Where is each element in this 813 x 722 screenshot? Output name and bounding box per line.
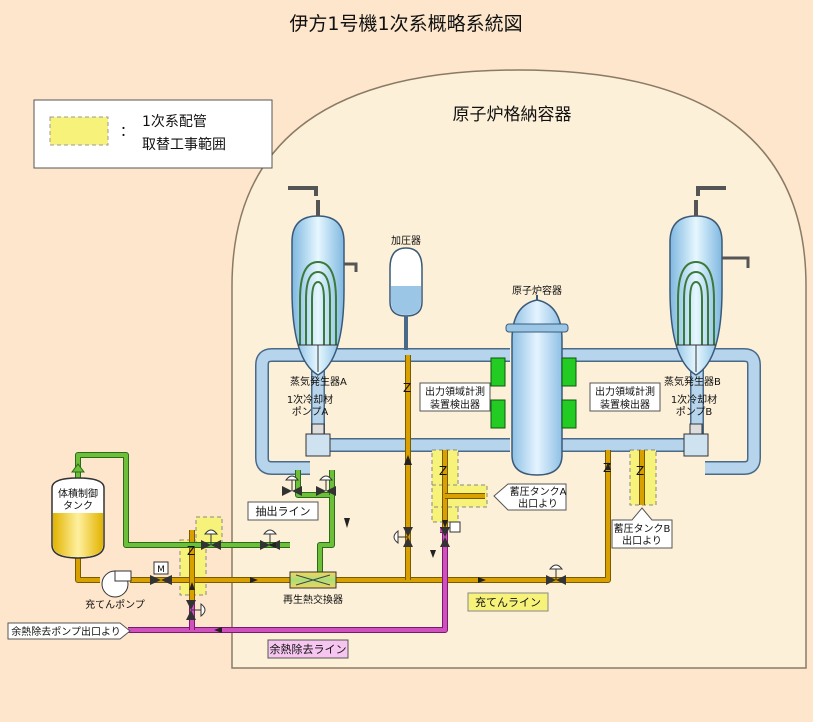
regenerative-heat-exchanger (289, 571, 337, 589)
accumulator-a-line2: 出口より (518, 497, 558, 510)
flow-arrows (189, 455, 611, 633)
svg-text:Z: Z (403, 381, 411, 395)
mov-valve-right (161, 575, 172, 585)
motor-box (153, 561, 169, 575)
vct-line1: 体積制御 (58, 487, 98, 500)
accumulator-b-line2: 出口より (622, 534, 662, 547)
diagram-title: 伊方1号機1次系概略系統図 (289, 13, 522, 35)
letdown-line-label: 抽出ライン (256, 504, 311, 518)
charging-line-label: 充てんライン (475, 595, 541, 609)
detector-right-callout (589, 382, 661, 412)
svg-text:Z: Z (187, 544, 195, 558)
detector-right-line1: 出力領域計測 (595, 385, 655, 398)
rhr-outlet-label: 余熱除去ポンプ出口より (11, 625, 121, 638)
pump-b-line1: 1次冷却材 (671, 393, 717, 406)
accumulator-b-arrow (611, 507, 673, 549)
letdown-label-box (247, 501, 319, 521)
legend-line2: 取替工事範囲 (142, 136, 226, 153)
svg-text:Z: Z (439, 464, 447, 478)
detector-left-line1: 出力領域計測 (425, 385, 485, 398)
pressurizer (389, 247, 423, 350)
accumulator-a-line1: 蓄圧タンクA (510, 486, 567, 498)
sg-b-label: 蒸気発生器B (664, 375, 721, 388)
detector-left-bottom (490, 399, 506, 429)
volume-control-tank (51, 463, 105, 559)
charging-label-box (467, 592, 549, 612)
pressurizer-label: 加圧器 (391, 235, 421, 247)
sg-a-label: 蒸気発生器A (290, 375, 347, 388)
svg-text:Z: Z (636, 464, 644, 478)
coolant-pump-b (683, 423, 709, 457)
charging-pump (101, 570, 132, 598)
mov-valve-left (150, 575, 161, 585)
reactor-vessel-label: 原子炉容器 (512, 284, 562, 297)
detector-right-bottom (561, 399, 577, 429)
legend-line1: 1次系配管 (142, 114, 207, 130)
motor-mark: M (157, 565, 165, 575)
pump-b-line2: ポンプB (676, 406, 713, 418)
legend: ： 1次系配管 取替工事範囲 (33, 99, 273, 169)
detector-right-top (561, 357, 577, 387)
rhr-outlet-arrow (7, 622, 131, 640)
steam-generator-b (669, 186, 750, 376)
accumulator-a-arrow (493, 483, 567, 511)
steam-generator-a (288, 186, 358, 376)
rhr-line-label: 余熱除去ライン (270, 642, 347, 656)
coolant-pump-a (305, 423, 331, 457)
detector-left-callout (419, 382, 491, 412)
valve-icons (186, 486, 566, 620)
vct-line2: タンク (63, 500, 93, 512)
legend-colon: ： (120, 124, 134, 140)
charging-pump-label: 充てんポンプ (85, 598, 145, 611)
pump-a-line2: ポンプA (292, 406, 329, 418)
containment-label: 原子炉格納容器 (453, 105, 572, 125)
detector-left-top (490, 357, 506, 387)
primary-loop-piping (255, 348, 761, 475)
detector-right-line2: 装置検出器 (600, 398, 650, 411)
accumulator-b-line1: 蓄圧タンクB (614, 523, 671, 535)
pump-a-line1: 1次冷却材 (287, 393, 333, 406)
rhr-label-box (267, 639, 349, 659)
legend-swatch (49, 116, 109, 146)
reactor-vessel (505, 295, 569, 476)
valve-actuators (191, 475, 564, 618)
detector-left-line2: 装置検出器 (430, 398, 480, 411)
regen-hx-label: 再生熱交換器 (283, 593, 343, 606)
